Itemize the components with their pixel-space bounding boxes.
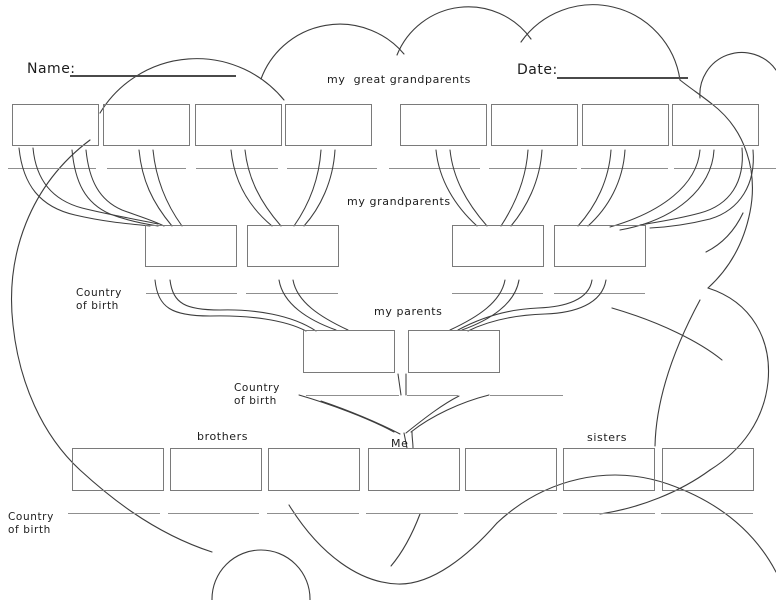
sibling-box-5[interactable] [563,448,655,491]
country-line2: of birth [8,524,51,536]
brothers-label: brothers [197,430,249,443]
sibling-box-2[interactable] [170,448,262,491]
great-grandparent-box-7[interactable] [582,104,669,146]
country-line1: Country [76,287,122,299]
grandparent-box-2[interactable] [247,225,339,267]
sibling-box-3[interactable] [268,448,360,491]
country-line2: of birth [234,395,277,407]
great-grandparent-box-5[interactable] [400,104,487,146]
sisters-label: sisters [587,431,628,444]
grandparents-label: my grandparents [347,195,451,208]
sibling-box-1[interactable] [72,448,164,491]
cloud-outline [11,4,776,600]
sibling-box-6[interactable] [662,448,754,491]
branch-lines-great-grandparents-to-grandparents [18,147,754,231]
grandparent-box-4[interactable] [554,225,646,267]
great-grandparent-box-8[interactable] [672,104,759,146]
parent-box-2[interactable] [408,330,500,373]
name-underline[interactable] [70,75,236,77]
parent-box-1[interactable] [303,330,395,373]
sibling-box-4[interactable] [465,448,557,491]
name-label: Name: [27,61,76,77]
branch-lines-grandparents-to-parents [154,279,607,332]
date-label: Date: [517,62,558,78]
great-grandparent-box-1[interactable] [12,104,99,146]
great-grandparent-box-3[interactable] [195,104,282,146]
great-grandparent-box-2[interactable] [103,104,190,146]
great-grandparent-box-6[interactable] [491,104,578,146]
branch-lines-parents-to-me [298,373,490,449]
country-line1: Country [234,382,280,394]
country-of-birth-label-siblings: Country of birth [8,511,54,537]
country-line1: Country [8,511,54,523]
grandparent-box-3[interactable] [452,225,544,267]
grandparent-box-1[interactable] [145,225,237,267]
great-grandparent-box-4[interactable] [285,104,372,146]
country-lines [8,168,776,514]
parents-label: my parents [374,305,443,318]
country-of-birth-label-grandparents: Country of birth [76,287,122,313]
country-line2: of birth [76,300,119,312]
great-grandparents-label: my great grandparents [327,73,471,86]
me-label: Me [391,437,409,450]
me-box[interactable] [368,448,460,491]
country-of-birth-label-parents: Country of birth [234,382,280,408]
date-underline[interactable] [557,77,688,79]
